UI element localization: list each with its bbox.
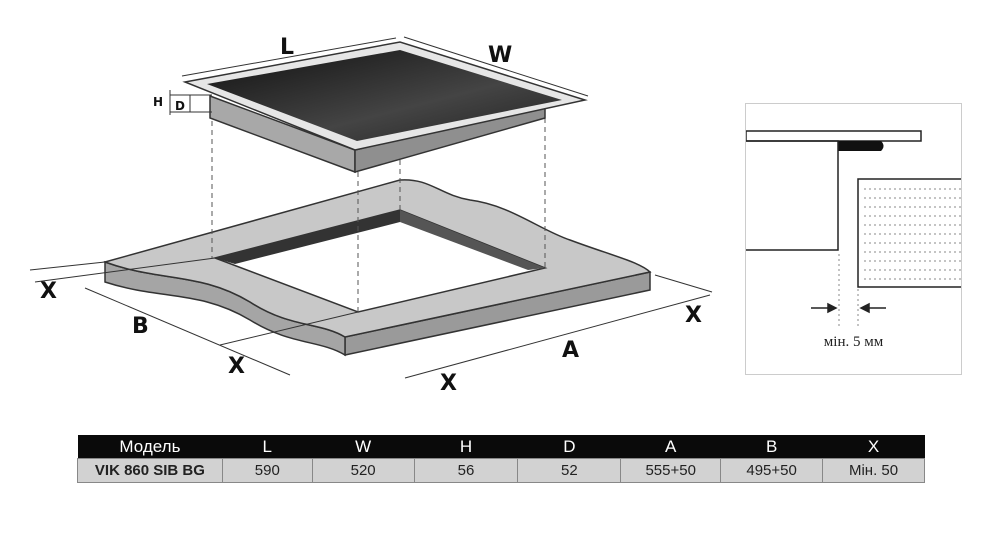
table-header-row: Модель L W H D A B X [77,435,925,459]
label-X-right: X [685,303,702,328]
header-L: L [222,435,313,459]
dimensions-table: Модель L W H D A B X VIK 860 SIB BG 590 … [77,435,925,483]
cell-W: 520 [311,458,415,483]
cell-model: VIK 860 SIB BG [77,458,223,483]
hob [182,41,588,174]
label-D: D [175,99,185,113]
cell-X: Мін. 50 [822,458,925,483]
header-W: W [312,435,415,459]
projection-lines [211,112,546,312]
header-B: B [720,435,823,459]
header-model: Модель [77,435,223,459]
label-L: L [280,35,294,60]
cell-B: 495+50 [720,458,824,483]
table-row: VIK 860 SIB BG 590 520 56 52 555+50 495+… [77,458,925,483]
cell-A: 555+50 [620,458,722,483]
cell-D: 52 [517,458,622,483]
header-A: A [620,435,721,459]
min-gap-note: мін. 5 мм [823,334,884,350]
label-X-bottom: X [440,371,457,396]
label-W: W [488,43,512,68]
dimension-lines [29,36,713,379]
header-X: X [822,435,925,459]
installation-diagram: L W H D X B X X A X [29,35,713,396]
header-H: H [414,435,518,459]
gap-detail-drawing [745,130,961,329]
header-D: D [517,435,621,459]
label-H: H [153,95,163,109]
cell-H: 56 [413,458,519,483]
cell-L: 590 [221,458,313,483]
gap-detail-panel: мін. 5 мм [745,103,962,375]
label-A: A [562,338,579,363]
label-B: B [132,314,149,339]
label-X-left: X [40,279,57,304]
countertop [102,179,652,357]
label-X-bottom-left: X [228,354,245,379]
